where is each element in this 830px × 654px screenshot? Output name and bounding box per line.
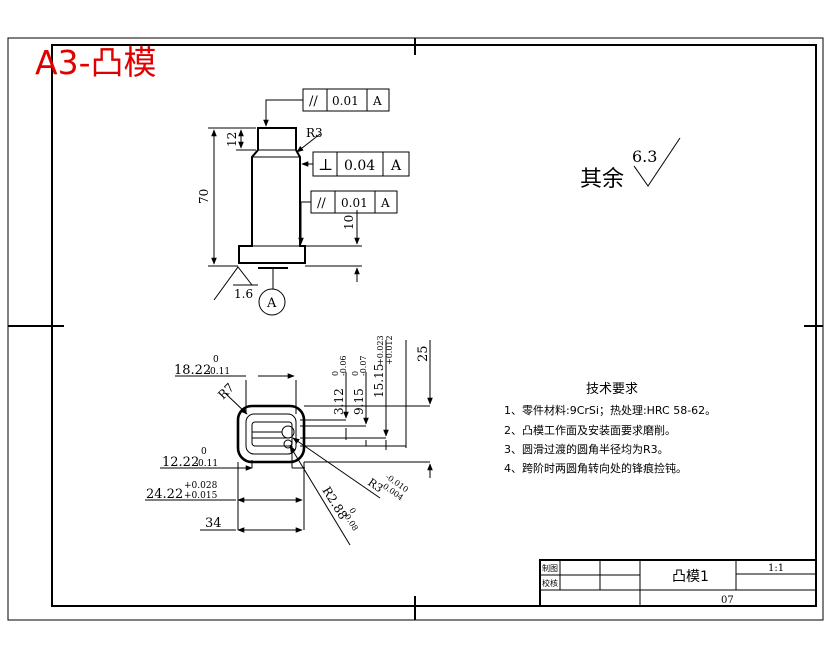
tolerance-frame-3: // 0.01 A [298,190,398,245]
tf3-symbol: // [317,196,326,211]
dim-d5-lower: -0.06 [339,355,348,376]
dim-r288-tol-upper: 0 [347,506,357,515]
tf1-datum: A [372,94,382,108]
dim-d4: 34 [205,516,222,531]
dim-d1-base: 18.22 [174,363,211,378]
surface-note-text: 其余 [580,167,624,192]
technical-requirements: 技术要求 1、零件材料:9CrSi；热处理:HRC 58-62。 2、凸模工作面… [504,382,716,475]
title-block-part-name: 凸模1 [672,569,709,585]
tf3-value: 0.01 [341,196,368,210]
dim-d6-upper: 0 [351,371,360,376]
dim-d3-base: 24.22 [146,487,183,502]
dim-r7: R7 [215,380,237,402]
dim-d6-lower: -0.07 [359,355,368,376]
dim-d7-lower: +0.012 [385,335,394,365]
top-view: 18.22 0 -0.11 12.22 0 -0.11 24.22 +0.028… [145,335,433,546]
title-block-label-checked: 校核 [542,578,558,588]
dim-d2-base: 12.22 [162,455,199,470]
dim-d2-lower: -0.11 [195,459,218,469]
tolerance-frame-1: // 0.01 A [263,88,390,127]
dim-d2-upper: 0 [201,447,207,457]
dim-d3-upper: +0.028 [184,481,218,491]
dim-d6-base: 9.15 [352,388,366,415]
tf2-symbol: ⊥ [318,155,333,174]
dim-d5-upper: 0 [331,371,340,376]
dim-d8: 25 [416,345,431,362]
sheet-frame [7,37,824,621]
surface-finish-note: 其余 6.3 [580,137,681,192]
title-block-label-drawn: 制图 [542,563,558,573]
dim-d5-base: 3.12 [332,388,346,415]
requirement-item: 4、跨阶时两圆角转向处的锋痕捡钝。 [504,461,687,475]
tf2-datum: A [390,158,402,174]
tf3-datum: A [380,196,390,210]
dim-base-height: 10 [342,215,356,230]
dim-r288-tol-lower: -0.08 [341,510,360,532]
tf2-value: 0.04 [344,158,375,174]
sheet-title: A3-凸模 [35,43,156,82]
dim-fillet-radius: R3 [306,126,323,140]
requirement-item: 2、凸模工作面及安装面要求磨削。 [504,423,676,437]
title-block-scale: 1:1 [768,563,784,574]
datum-a-marker: A [258,267,288,316]
dim-d7-upper: +0.023 [376,335,385,365]
roughness-bottom-value: 1.6 [234,287,253,301]
dim-overall-height: 70 [197,189,211,204]
tf1-value: 0.01 [332,94,359,108]
tolerance-frame-2: ⊥ 0.04 A [301,151,410,177]
requirement-item: 1、零件材料:9CrSi；热处理:HRC 58-62。 [504,403,716,417]
title-block: 制图 校核 凸模1 1:1 07 [539,559,817,607]
front-view: 70 12 10 R3 // 0.01 A ⊥ 0.04 A [197,88,410,316]
dim-top-height: 12 [225,132,239,147]
dim-d1-lower: -0.11 [207,367,230,377]
dim-d1-upper: 0 [213,355,219,365]
requirements-heading: 技术要求 [586,382,638,397]
dim-d3-lower: +0.015 [184,491,218,501]
datum-a-label: A [266,296,277,311]
roughness-symbol-bottom: 1.6 [213,266,258,301]
surface-note-roughness: 6.3 [632,147,657,166]
tf1-symbol: // [309,94,318,109]
dim-d7-base: 15.15 [372,364,386,398]
requirement-item: 3、圆滑过渡的圆角半径均为R3。 [504,442,669,456]
title-block-number: 07 [721,595,734,606]
